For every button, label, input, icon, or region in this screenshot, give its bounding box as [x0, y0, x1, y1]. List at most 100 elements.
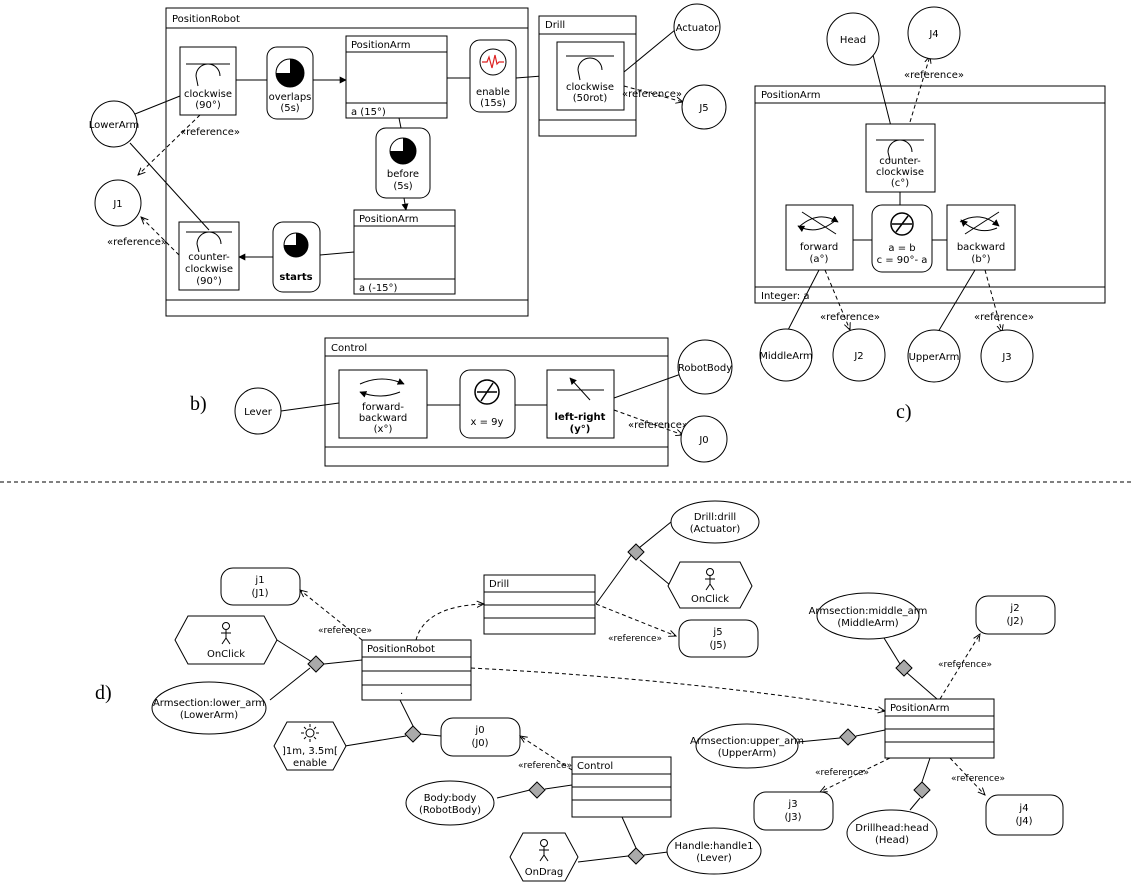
composition-diamond	[528, 781, 546, 799]
lower-arm-name: Armsection:lower_arm	[153, 698, 265, 709]
counter-clockwise-icon	[876, 139, 924, 161]
j5-instance[interactable]: j5 (J5)	[678, 619, 759, 658]
ondrag-event[interactable]: OnDrag	[509, 832, 579, 882]
position-robot-title: PositionRobot	[172, 14, 240, 25]
j3-node[interactable]: J3	[980, 329, 1034, 383]
onclick-drill-event[interactable]: OnClick	[667, 561, 753, 609]
arm-equation-node[interactable]: a = b c = 90°- a	[871, 204, 933, 273]
lower-arm-instance[interactable]: Armsection:lower_arm (LowerArm)	[151, 681, 267, 735]
composition-diamond	[839, 728, 857, 746]
middle-arm-type: (MiddleArm)	[837, 618, 898, 629]
drill-composite[interactable]: Drill clockwise (50rot)	[538, 15, 637, 137]
position-arm-inner-top[interactable]: PositionArm a (15°)	[345, 35, 448, 119]
drill-clockwise-value: (50rot)	[573, 93, 608, 104]
composition-diamond	[913, 781, 931, 799]
position-robot-class[interactable]: PositionRobot .	[361, 639, 472, 701]
position-arm-inner-bottom[interactable]: PositionArm a (-15°)	[353, 209, 456, 295]
position-arm-title: PositionArm	[761, 90, 820, 101]
tilt-icon	[557, 377, 604, 401]
user-icon	[705, 568, 715, 591]
reference-label: «reference»	[318, 626, 372, 636]
j4-instance[interactable]: j4 (J4)	[985, 794, 1064, 836]
drillhead-instance[interactable]: Drillhead:head (Head)	[846, 809, 938, 857]
upper-arm-type: (UpperArm)	[718, 748, 777, 759]
enable-value: (15s)	[480, 98, 506, 109]
j4-node[interactable]: J4	[907, 6, 961, 60]
drill-drill-type: (Actuator)	[690, 524, 741, 535]
drill-drill-instance[interactable]: Drill:drill (Actuator)	[670, 500, 760, 544]
actuator-label: Actuator	[676, 23, 720, 34]
body-name: Body:body	[424, 793, 477, 804]
j1-node[interactable]: J1	[94, 179, 142, 227]
lower-arm-type: (LowerArm)	[180, 710, 238, 721]
j0-node[interactable]: J0	[680, 415, 728, 463]
middle-arm-node[interactable]: MiddleArm	[759, 328, 813, 382]
pie-timer-icon	[275, 58, 305, 88]
sun-icon	[301, 724, 319, 742]
position-arm-class[interactable]: PositionArm	[884, 698, 995, 759]
upper-arm-instance[interactable]: Armsection:upper_arm (UpperArm)	[690, 723, 804, 769]
arm-equation-2: c = 90°- a	[877, 255, 928, 266]
handle-type: (Lever)	[696, 853, 732, 864]
robot-body-label: RobotBody	[678, 363, 732, 374]
ccw-label-2: clockwise	[185, 264, 233, 275]
drill-title: Drill	[545, 20, 565, 31]
forward-node[interactable]: forward (a°)	[785, 204, 854, 271]
lower-arm-label: LowerArm	[89, 120, 139, 131]
equation-node[interactable]: x = 9y	[459, 369, 516, 439]
j0-instance[interactable]: j0 (J0)	[440, 717, 521, 757]
position-arm-title: PositionArm	[351, 40, 410, 51]
upper-arm-node[interactable]: UpperArm	[907, 329, 961, 383]
j0-label: J0	[698, 435, 708, 446]
left-right-label: left-right	[555, 412, 606, 423]
j2-node[interactable]: J2	[832, 328, 886, 382]
arm-ccw-label-1: counter-	[879, 156, 921, 167]
control-title: Control	[331, 343, 367, 354]
lever-node[interactable]: Lever	[234, 387, 282, 435]
backward-label: backward	[957, 242, 1005, 253]
time-enable-label: enable	[293, 758, 327, 769]
counter-clockwise-node[interactable]: counter- clockwise (90°)	[178, 221, 240, 291]
position-arm-2-title: PositionArm	[359, 214, 418, 225]
middle-arm-instance[interactable]: Armsection:middle_arm (MiddleArm)	[809, 592, 928, 640]
drill-drill-label: Drill:drill	[694, 512, 736, 523]
ondrag-label: OnDrag	[525, 867, 564, 878]
clockwise-label: clockwise	[184, 89, 232, 100]
body-type: (RobotBody)	[419, 805, 481, 816]
j4-label: J4	[928, 29, 938, 40]
reference-label: «reference»	[974, 312, 1034, 323]
j1-instance[interactable]: j1 (J1)	[220, 567, 301, 606]
actuator-node[interactable]: Actuator	[673, 3, 721, 51]
j5-node[interactable]: J5	[681, 84, 727, 130]
before-timer-node[interactable]: before (5s)	[375, 127, 431, 199]
body-instance[interactable]: Body:body (RobotBody)	[405, 780, 495, 826]
enable-node[interactable]: enable (15s)	[469, 39, 517, 113]
clockwise-rotation-node[interactable]: clockwise (90°)	[179, 46, 237, 116]
overlaps-label: overlaps	[269, 92, 312, 103]
head-node[interactable]: Head	[826, 12, 880, 66]
drill-class[interactable]: Drill	[483, 574, 596, 635]
handle-instance[interactable]: Handle:handle1 (Lever)	[666, 827, 762, 875]
backward-node[interactable]: backward (b°)	[946, 204, 1016, 271]
forward-backward-node[interactable]: forward- backward (x°)	[338, 369, 428, 439]
left-right-node[interactable]: left-right (y°)	[546, 369, 615, 439]
composition-diamond	[627, 543, 645, 561]
control-class[interactable]: Control	[571, 756, 672, 818]
starts-timer-node[interactable]: starts	[272, 221, 321, 293]
j2-instance[interactable]: j2 (J2)	[975, 595, 1056, 635]
arm-counter-clockwise-node[interactable]: counter- clockwise (c°)	[865, 123, 936, 193]
constraint-icon	[890, 212, 914, 236]
figure-label-b: b)	[190, 393, 207, 415]
middle-arm-name: Armsection:middle_arm	[809, 606, 928, 617]
robot-body-node[interactable]: RobotBody	[677, 339, 733, 395]
composition-diamond	[895, 659, 913, 677]
time-event[interactable]: ]1m, 3.5m[ enable	[273, 721, 347, 771]
overlaps-timer-node[interactable]: overlaps (5s)	[266, 46, 314, 120]
lower-arm-node[interactable]: LowerArm	[89, 100, 139, 148]
reference-label: «reference»	[951, 774, 1005, 784]
clockwise-rotation-icon	[566, 55, 614, 81]
j5-name: j5	[712, 627, 722, 638]
onclick-left-event[interactable]: OnClick	[174, 615, 278, 665]
j3-instance[interactable]: j3 (J3)	[753, 791, 834, 831]
enable-label: enable	[476, 87, 510, 98]
